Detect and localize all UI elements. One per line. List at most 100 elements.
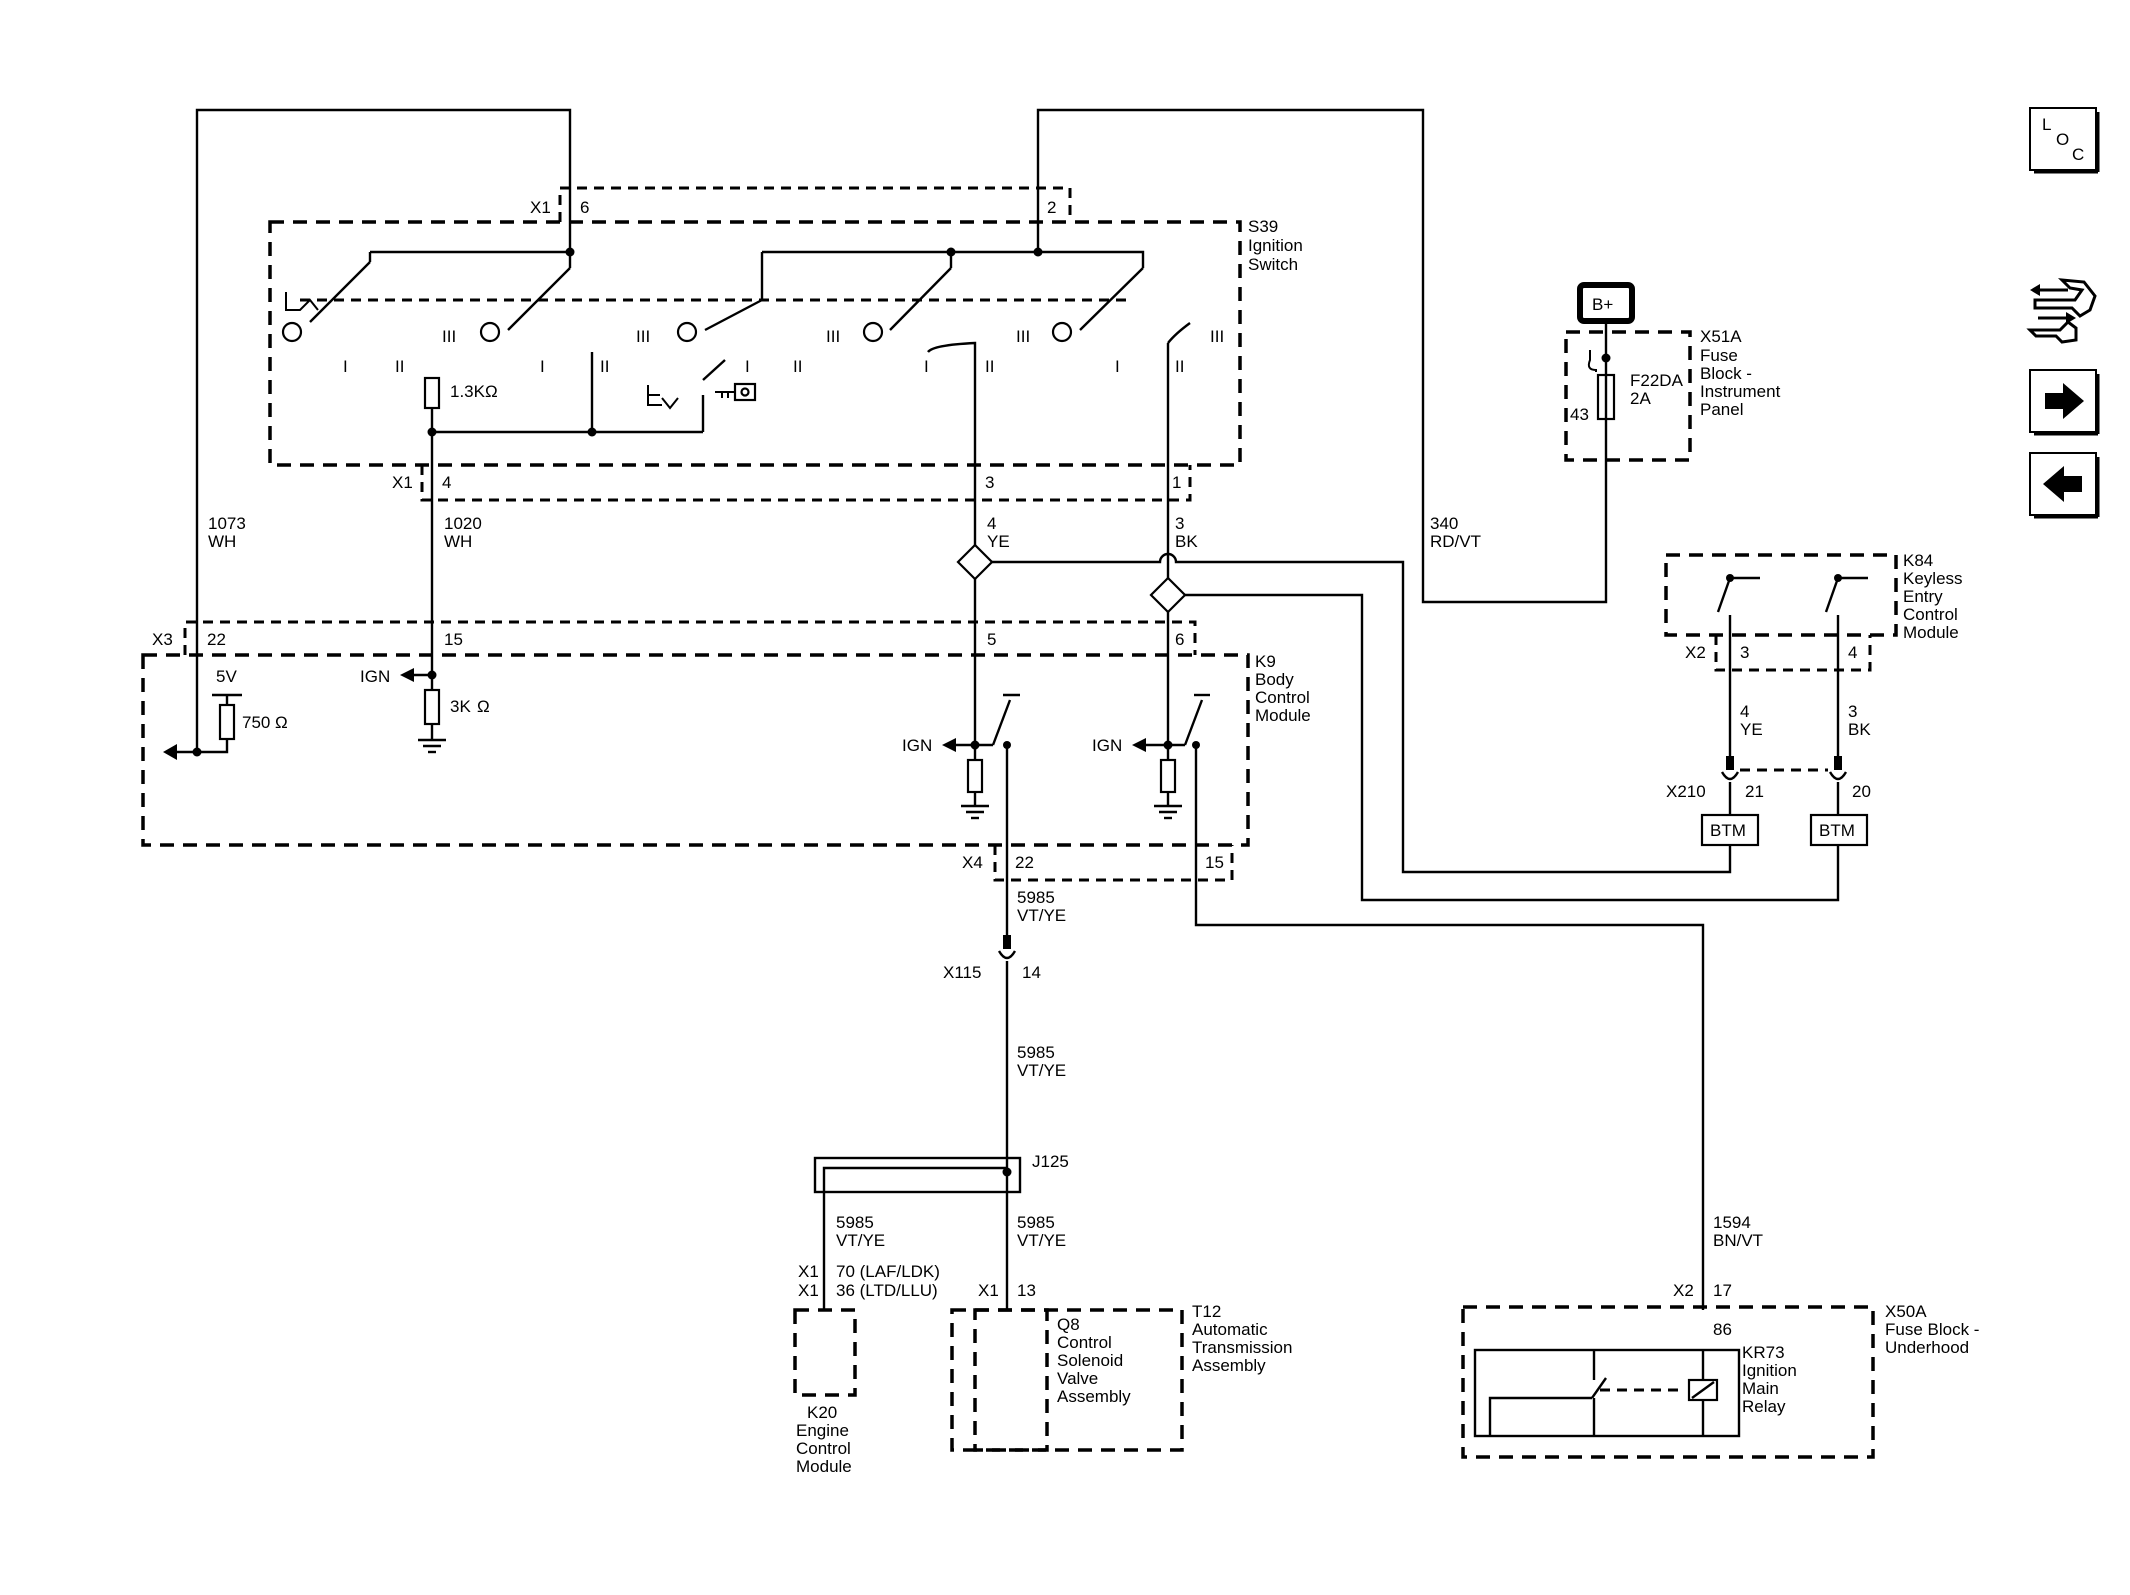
x115-label: X115 bbox=[943, 963, 981, 982]
x3-pin-6: 6 bbox=[1175, 630, 1184, 649]
w4-color: YE bbox=[987, 532, 1010, 551]
w1594-color: BN/VT bbox=[1713, 1231, 1763, 1250]
w4-num: 4 bbox=[987, 514, 996, 533]
pin-2-label: 2 bbox=[1047, 198, 1056, 217]
w5985-color-2: VT/YE bbox=[1017, 1061, 1066, 1080]
x51a-line1: Fuse bbox=[1700, 346, 1738, 365]
w1073-num: 1073 bbox=[208, 514, 246, 533]
q8-pin-13: 13 bbox=[1017, 1281, 1036, 1300]
s39-pos-iii-3: III bbox=[826, 327, 840, 346]
w1020-color: WH bbox=[444, 532, 472, 551]
splice-ye-icon bbox=[956, 543, 994, 581]
x210-connector: X210 21 20 BTM BTM bbox=[1666, 756, 1871, 847]
s39-pos-i-2: I bbox=[540, 357, 545, 376]
x51a-fuse-block: B+ F22DA 2A 43 X51A Fuse Block - Instrum… bbox=[1564, 282, 1781, 552]
kr73-ref: KR73 bbox=[1742, 1343, 1785, 1362]
s39-line2: Switch bbox=[1248, 255, 1298, 274]
k9-ref: K9 bbox=[1255, 652, 1276, 671]
k9-ign-2: IGN bbox=[902, 736, 932, 755]
k84-w4-color: YE bbox=[1740, 720, 1763, 739]
k9-line3: Module bbox=[1255, 706, 1311, 725]
connector-tool-icon[interactable] bbox=[2026, 278, 2097, 344]
k9-body-control-module: K9 Body Control Module X3 22 15 5 6 X4 2… bbox=[141, 620, 1705, 1310]
k9-ign-3: IGN bbox=[1092, 736, 1122, 755]
k9-line1: Body bbox=[1255, 670, 1294, 689]
q8-line2: Solenoid bbox=[1057, 1351, 1123, 1370]
w5985-num-1: 5985 bbox=[1017, 888, 1055, 907]
arrow-right-icon bbox=[2045, 383, 2084, 419]
r-750-label: 750 bbox=[242, 713, 270, 732]
q8-line1: Control bbox=[1057, 1333, 1112, 1352]
w3-num: 3 bbox=[1175, 514, 1184, 533]
k84-x2-label: X2 bbox=[1685, 643, 1706, 662]
s39-outline bbox=[268, 220, 1242, 467]
t12-line2: Transmission bbox=[1192, 1338, 1292, 1357]
s39-pos-i-1: I bbox=[343, 357, 348, 376]
btm-2-box bbox=[1809, 813, 1869, 847]
loc-o: O bbox=[2056, 130, 2069, 149]
r-3k-icon bbox=[423, 688, 441, 726]
k84-line2: Entry bbox=[1903, 587, 1943, 606]
pin-1-label: 1 bbox=[1172, 473, 1181, 492]
x1-top-connector bbox=[558, 186, 1072, 222]
k9-line2: Control bbox=[1255, 688, 1310, 707]
k84-pin-4: 4 bbox=[1848, 643, 1857, 662]
w5985-color-3: VT/YE bbox=[836, 1231, 885, 1250]
w5985-color-4: VT/YE bbox=[1017, 1231, 1066, 1250]
w5985-num-3: 5985 bbox=[836, 1213, 874, 1232]
s39-pos-ii-1: II bbox=[395, 357, 404, 376]
w1594-num: 1594 bbox=[1713, 1213, 1751, 1232]
s39-pos-ii-5: II bbox=[1175, 357, 1184, 376]
x4-label: X4 bbox=[962, 853, 983, 872]
k20-line2: Control bbox=[796, 1439, 851, 1458]
s39-pos-iii-4: III bbox=[1016, 327, 1030, 346]
r-1.3k-ohm: Ω bbox=[485, 382, 498, 401]
x1-bottom-label: X1 bbox=[392, 473, 413, 492]
w3-color: BK bbox=[1175, 532, 1198, 551]
prev-arrow-button[interactable] bbox=[2029, 452, 2100, 519]
s39-pos-i-4: I bbox=[924, 357, 929, 376]
btm-1-label: BTM bbox=[1710, 821, 1746, 840]
x4-pin-15: 15 bbox=[1205, 853, 1224, 872]
btm-1-box bbox=[1700, 813, 1760, 847]
t12-line3: Assembly bbox=[1192, 1356, 1266, 1375]
w340-num: 340 bbox=[1430, 514, 1458, 533]
x50a-pin-17: 17 bbox=[1713, 1281, 1732, 1300]
kr73-line1: Ignition bbox=[1742, 1361, 1797, 1380]
k84-w3-num: 3 bbox=[1848, 702, 1857, 721]
x51a-line2: Block - bbox=[1700, 364, 1752, 383]
r-750-icon bbox=[218, 703, 236, 741]
k84-line4: Module bbox=[1903, 623, 1959, 642]
next-arrow-button[interactable] bbox=[2029, 369, 2100, 436]
kr73-line2: Main bbox=[1742, 1379, 1779, 1398]
loc-button[interactable]: L O C bbox=[2029, 107, 2100, 174]
x3-label: X3 bbox=[152, 630, 173, 649]
wire-1594 bbox=[1194, 745, 1705, 1310]
x4-pin-22: 22 bbox=[1015, 853, 1034, 872]
x3-pin-15: 15 bbox=[444, 630, 463, 649]
s39-ref: S39 bbox=[1248, 217, 1278, 236]
fuse-amp: 2A bbox=[1630, 389, 1651, 408]
w5985-num-2: 5985 bbox=[1017, 1043, 1055, 1062]
r-750-ohm: Ω bbox=[275, 713, 288, 732]
w5985-color-1: VT/YE bbox=[1017, 906, 1066, 925]
s39-pos-i-3: I bbox=[745, 357, 750, 376]
x1-top-label: X1 bbox=[530, 198, 551, 217]
wire-1073 bbox=[195, 108, 572, 752]
r-1.3k-icon bbox=[423, 376, 441, 410]
k20-engine-control-module: K20 Engine Control Module bbox=[793, 1308, 857, 1476]
t12-transmission-assembly: Q8 Control Solenoid Valve Assembly T12 A… bbox=[950, 1302, 1292, 1452]
k20-pin-b: 36 (LTD/LLU) bbox=[836, 1281, 938, 1300]
t12-ref: T12 bbox=[1192, 1302, 1221, 1321]
k9-5v-label: 5V bbox=[216, 667, 237, 686]
s39-line1: Ignition bbox=[1248, 236, 1303, 255]
x210-pin-21: 21 bbox=[1745, 782, 1764, 801]
btm-2-label: BTM bbox=[1819, 821, 1855, 840]
kr73-pin-86: 86 bbox=[1713, 1320, 1732, 1339]
splice-bk-icon bbox=[1149, 576, 1187, 614]
x50a-line2: Underhood bbox=[1885, 1338, 1969, 1357]
pin-6-label: 6 bbox=[580, 198, 589, 217]
x210-label: X210 bbox=[1666, 782, 1706, 801]
x51a-pin-43: 43 bbox=[1570, 405, 1589, 424]
